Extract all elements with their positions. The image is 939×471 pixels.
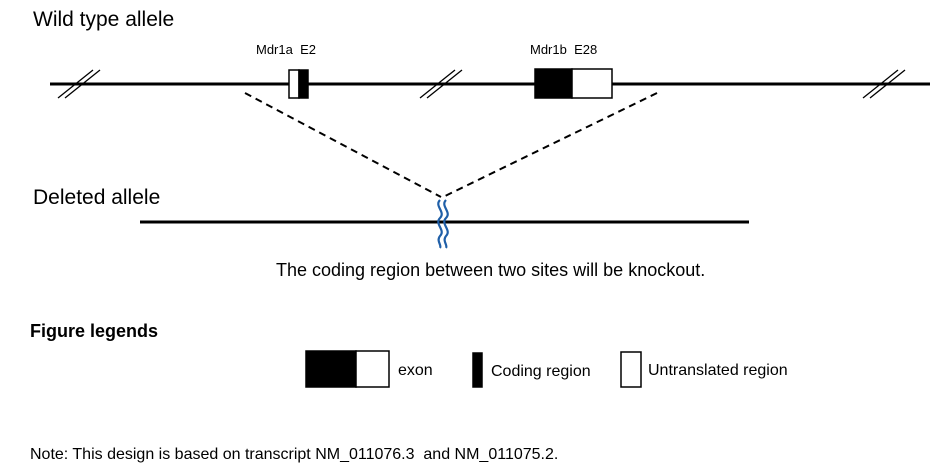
legend-exon-label: exon [398,362,433,379]
exon-mdr1b-coding-part [534,68,573,99]
legend-exon-swatch [305,350,390,388]
legend-title: Figure legends [30,321,158,341]
break-mark-left [57,69,101,99]
deletion-dashed-line-right [442,92,658,198]
exon-mdr1a-coding-part [298,69,309,99]
exon-mdr1a-e2 [288,69,309,99]
legend-utr-label: Untranslated region [648,362,788,379]
deleted-allele-title: Deleted allele [33,186,160,209]
break-mark-right [862,69,906,99]
legend-utr-swatch [620,351,642,388]
exon-mdr1a-utr-part [288,69,300,99]
deletion-description: The coding region between two sites will… [276,260,705,280]
transcript-note: Note: This design is based on transcript… [30,446,558,463]
legend-coding-swatch [472,352,483,388]
exon-mdr1b-utr-part [571,68,613,99]
exon-mdr1b-e28 [534,68,613,99]
wild-type-title: Wild type allele [33,8,174,31]
exon-label-mdr1b-e28: Mdr1b E28 [530,42,597,57]
exon-label-mdr1a-e2: Mdr1a E2 [256,42,316,57]
deletion-dashed-line-left [244,92,442,198]
deletion-junction-mark [437,199,449,249]
legend-coding-label: Coding region [491,363,591,380]
break-mark-middle [419,69,463,99]
